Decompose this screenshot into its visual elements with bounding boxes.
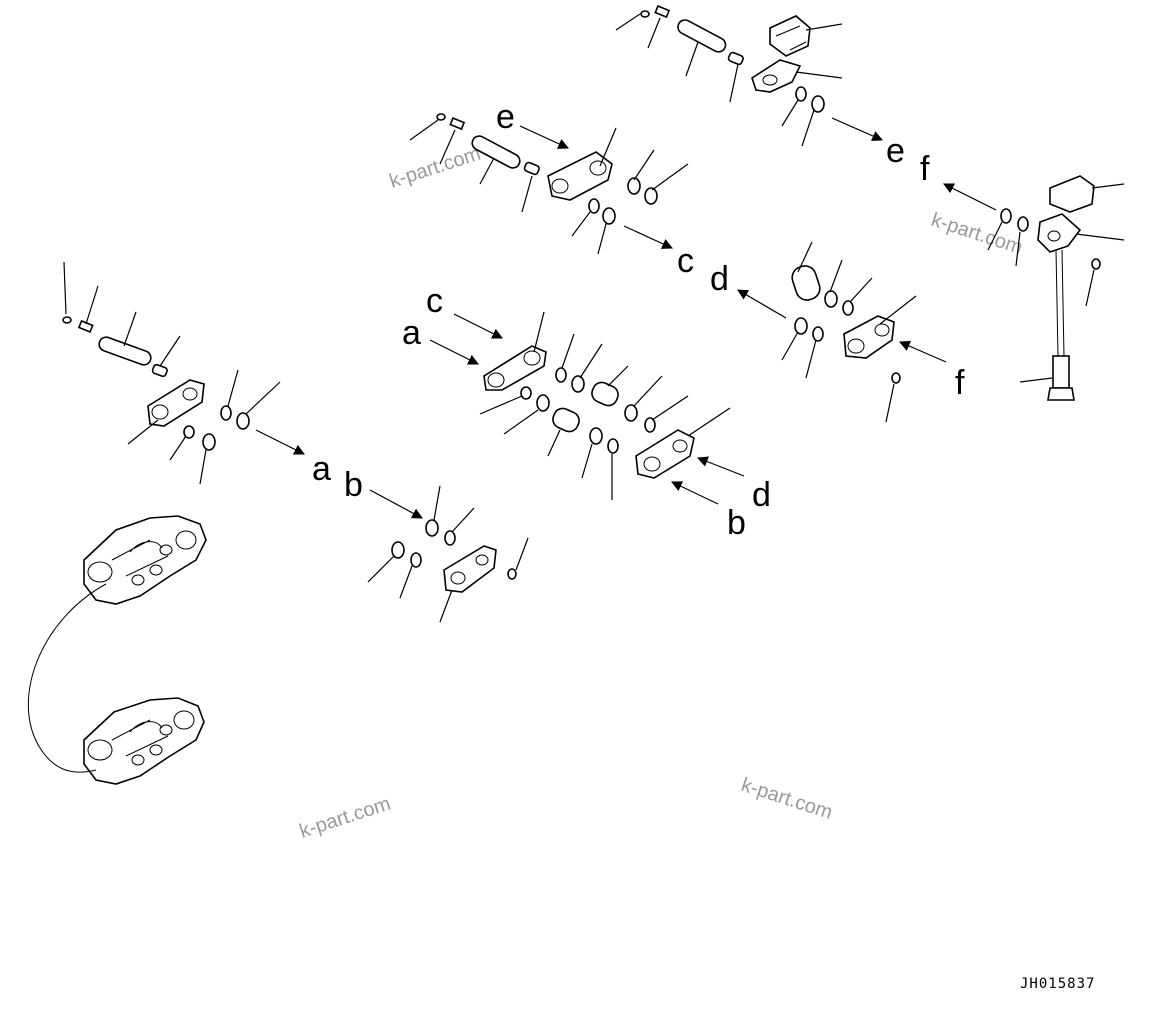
- callout-d-top: d: [710, 260, 729, 298]
- callout-b-left: b: [344, 466, 363, 504]
- shoe-bolt-group-right: [943, 175, 1125, 401]
- link-assembly-left: [62, 261, 305, 485]
- callout-e-top: e: [496, 98, 515, 136]
- callout-f-low: f: [955, 364, 965, 402]
- drawing-code: JH015837: [1020, 976, 1095, 992]
- link-assembly-middle-right: [737, 241, 947, 423]
- callout-a-mid: a: [402, 314, 421, 352]
- callout-c-mid: c: [426, 282, 443, 320]
- watermark-3: k-part.com: [738, 774, 835, 824]
- callout-f-right: f: [920, 150, 930, 188]
- watermark-1: k-part.com: [387, 143, 484, 193]
- assembly-connector-curve: [27, 583, 107, 773]
- assembled-track-link-lower: [83, 697, 205, 785]
- link-assembly-center: [429, 311, 745, 505]
- link-assembly-upper-middle: [409, 113, 689, 255]
- callout-c-top: c: [677, 242, 694, 280]
- callout-a-left: a: [312, 450, 331, 488]
- callout-b-right: b: [727, 504, 746, 542]
- watermark-4: k-part.com: [297, 793, 394, 843]
- assembled-track-link-upper: [83, 515, 207, 605]
- link-assembly-lower: [367, 485, 529, 623]
- master-link-top-group: [615, 5, 883, 147]
- callout-d-right: d: [752, 476, 771, 514]
- callout-e-right: e: [886, 132, 905, 170]
